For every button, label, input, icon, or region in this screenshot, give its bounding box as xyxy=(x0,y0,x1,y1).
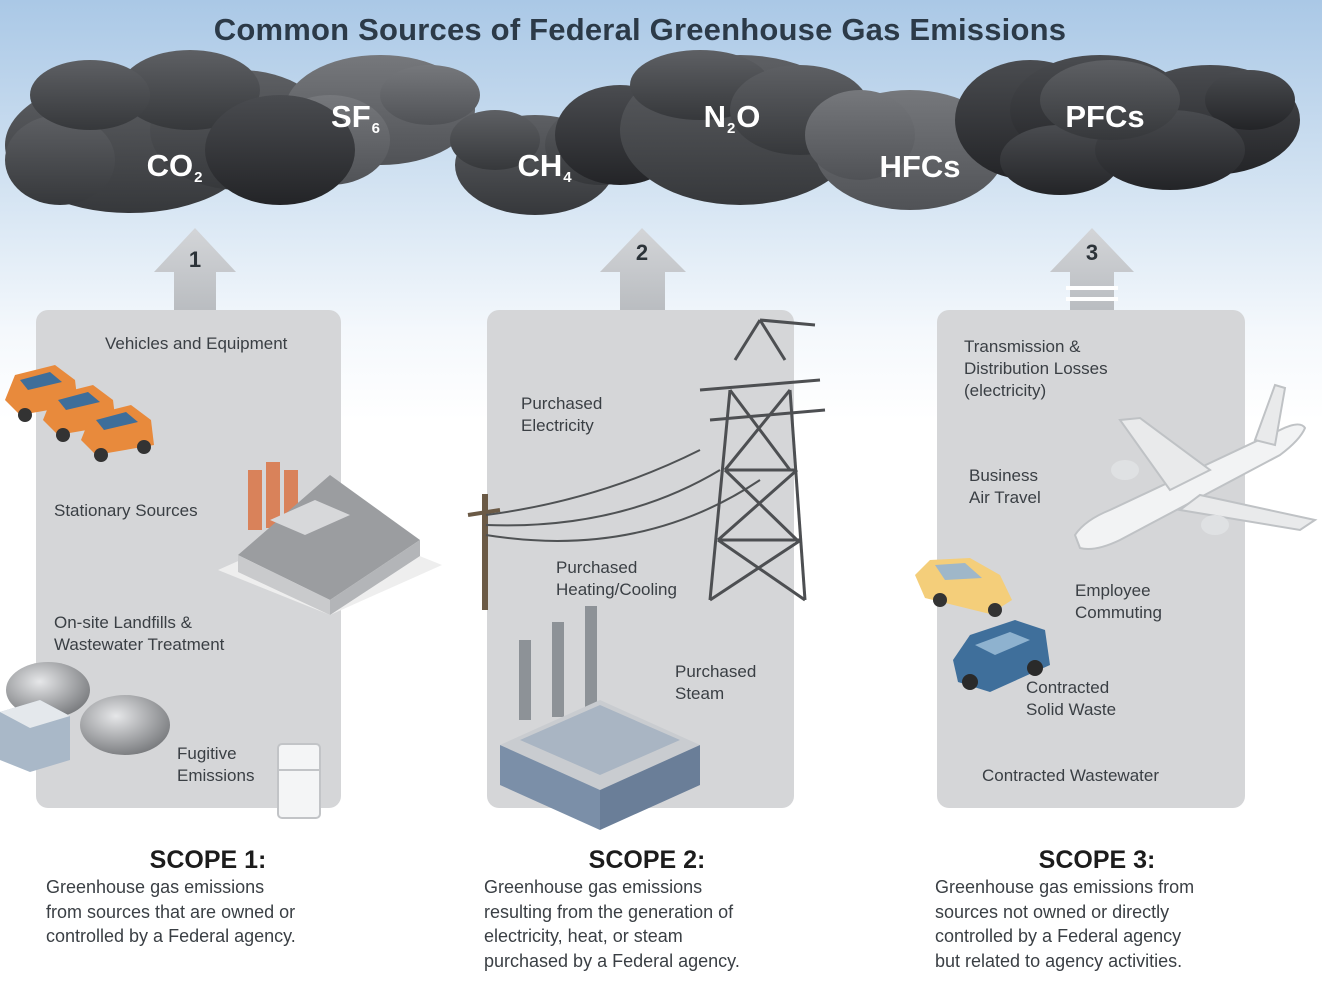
scope-3-title: SCOPE 3: xyxy=(1038,846,1156,874)
label-business-air-travel: Business Air Travel xyxy=(969,466,1041,507)
commuter-car-illustration xyxy=(915,558,1012,617)
gas-label-ch4: CH4 xyxy=(517,148,572,186)
gas-label-pfcs: PFCs xyxy=(1065,99,1145,134)
label-purchased-heating-cooling: Purchased Heating/Cooling xyxy=(556,558,677,599)
gas-label-n2o: N2O xyxy=(703,99,761,137)
label-vehicles-equipment: Vehicles and Equipment xyxy=(105,334,288,353)
scope-arrows xyxy=(154,228,1134,312)
infographic-title: Common Sources of Federal Greenhouse Gas… xyxy=(213,12,1067,47)
arrow-3-dashes xyxy=(1066,286,1118,301)
gas-label-hfcs: HFCs xyxy=(879,149,961,184)
airplane-illustration xyxy=(1073,383,1318,550)
label-employee-commuting: Employee Commuting xyxy=(1075,581,1162,622)
arrow-scope-1 xyxy=(154,228,236,312)
label-stationary-sources: Stationary Sources xyxy=(54,501,198,520)
waste-truck-illustration xyxy=(953,620,1050,692)
gas-label-sf6: SF6 xyxy=(331,99,380,137)
label-contracted-solid-waste: Contracted Solid Waste xyxy=(1026,678,1117,719)
scope-2-title: SCOPE 2: xyxy=(588,846,706,874)
label-transmission-losses: Transmission & Distribution Losses (elec… xyxy=(964,337,1108,400)
label-fugitive-emissions: Fugitive Emissions xyxy=(177,744,255,785)
label-purchased-electricity: Purchased Electricity xyxy=(521,394,603,435)
stationary-building-illustration xyxy=(218,462,442,615)
emission-clouds xyxy=(5,50,1300,215)
panel-scope-3 xyxy=(937,310,1245,808)
arrow-scope-2 xyxy=(600,228,686,312)
power-line-illustration xyxy=(467,449,761,610)
gas-label-co2: CO2 xyxy=(146,148,203,186)
cars-illustration xyxy=(5,365,154,462)
power-plant-illustration xyxy=(500,606,700,830)
scope-1-description: Greenhouse gas emissions from sources th… xyxy=(46,877,296,946)
landfill-illustration xyxy=(0,662,170,772)
arrow-scope-3 xyxy=(1050,228,1134,312)
scope-1-title: SCOPE 1: xyxy=(149,846,267,874)
refrigerator-illustration xyxy=(277,743,321,819)
scope-2-description: Greenhouse gas emissions resulting from … xyxy=(484,877,740,971)
label-contracted-wastewater: Contracted Wastewater xyxy=(982,766,1159,785)
scope-1-number: 1 xyxy=(188,247,202,272)
label-purchased-steam: Purchased Steam xyxy=(675,662,757,703)
scope-3-number: 3 xyxy=(1085,240,1099,265)
scope-3-description: Greenhouse gas emissions from sources no… xyxy=(935,877,1195,971)
label-onsite-landfills: On-site Landfills & Wastewater Treatment xyxy=(54,613,225,654)
transmission-tower-illustration xyxy=(699,318,826,602)
scope-2-number: 2 xyxy=(635,240,649,265)
